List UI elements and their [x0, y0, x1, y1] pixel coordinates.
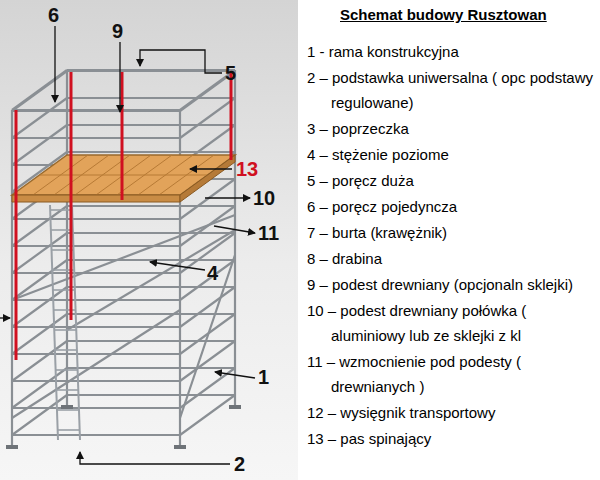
scaffold-tube	[12, 434, 180, 436]
callout-number: 4	[207, 262, 218, 284]
scaffold-tube	[54, 329, 76, 331]
callout-number: 9	[112, 20, 123, 42]
scaffold-tube	[12, 137, 180, 139]
parts-list-item: 8 – drabina	[307, 246, 596, 271]
scaffold-tube	[56, 369, 78, 371]
parts-list-item: 1 - rama konstrukcyjna	[307, 39, 596, 64]
parts-list-item: 2 – podstawka uniwersalna ( opc podstawy…	[307, 65, 596, 115]
scaffold-tube	[12, 218, 180, 220]
scaffold-tube	[57, 409, 79, 411]
callout-number: 13	[236, 158, 258, 180]
scaffold-tube	[50, 209, 72, 211]
scaffold-tube	[67, 205, 235, 207]
scaffold-tube	[67, 340, 235, 342]
scaffold-tube	[12, 299, 180, 301]
toe-board	[12, 195, 180, 202]
scaffold-tube	[12, 70, 67, 110]
parts-list-item: 12 – wysięgnik transportowy	[307, 400, 596, 425]
ladder	[50, 205, 80, 440]
parts-list-item: 13 – pas spinający	[307, 426, 596, 451]
callout-number: 10	[253, 187, 275, 209]
scaffold-tube	[12, 71, 67, 111]
callout-number: 5	[225, 62, 236, 84]
scaffold-tube	[67, 70, 235, 72]
scaffold-tube	[12, 109, 180, 111]
parts-list: 1 - rama konstrukcyjna2 – podstawka uniw…	[307, 39, 596, 452]
base-plate	[6, 405, 241, 449]
callout-number: 11	[258, 222, 279, 244]
scaffold-tube	[12, 353, 180, 355]
parts-list-item: 10 – podest drewniany połówka ( aluminio…	[307, 298, 596, 348]
parts-list-item: 7 – burta (krawężnik)	[307, 220, 596, 245]
parts-list-item: 3 – poprzeczka	[307, 116, 596, 141]
parts-list-item: 6 – poręcz pojedyncza	[307, 194, 596, 219]
scaffold-tube	[67, 124, 235, 126]
scaffold-tube	[67, 259, 235, 261]
scaffold-tube	[67, 69, 235, 71]
scaffold-tube	[180, 255, 235, 418]
callout-number: 6	[48, 4, 59, 26]
toe-board	[180, 155, 235, 202]
scaffold-tube	[234, 70, 236, 405]
scaffold-tube	[12, 215, 235, 300]
scaffold-tube	[67, 286, 235, 288]
parts-list-item: 4 – stężenie poziome	[307, 142, 596, 167]
scaffold-tube	[56, 389, 78, 391]
scaffold-tube	[11, 110, 13, 445]
tie-strap	[16, 72, 231, 360]
scaffold-tube	[12, 407, 180, 409]
parts-list-item: 9 – podest drewniany (opcjonaln sklejki)	[307, 272, 596, 297]
parts-list-item: 5 – poręcz duża	[307, 168, 596, 193]
title: Schemat budowy Rusztowan	[340, 5, 547, 25]
scaffold-tube	[67, 151, 235, 153]
callout-number: 1	[258, 366, 269, 388]
scaffold-tube	[67, 232, 235, 234]
scaffold-tube	[12, 110, 180, 112]
scaffold-tube	[55, 349, 77, 351]
scaffold-tube	[67, 97, 235, 99]
scaffold-tube	[12, 310, 180, 418]
scaffold-tube	[12, 272, 180, 274]
leader-line	[0, 26, 255, 464]
scaffold-tube	[58, 429, 80, 431]
scaffold-tube	[67, 230, 235, 330]
parts-list-item: 11 – wzmocnienie pod podesty ( drewniany…	[307, 349, 596, 399]
callout-number: 2	[234, 453, 245, 475]
scaffold-tube	[67, 394, 235, 396]
scaffold-tube	[12, 380, 180, 382]
